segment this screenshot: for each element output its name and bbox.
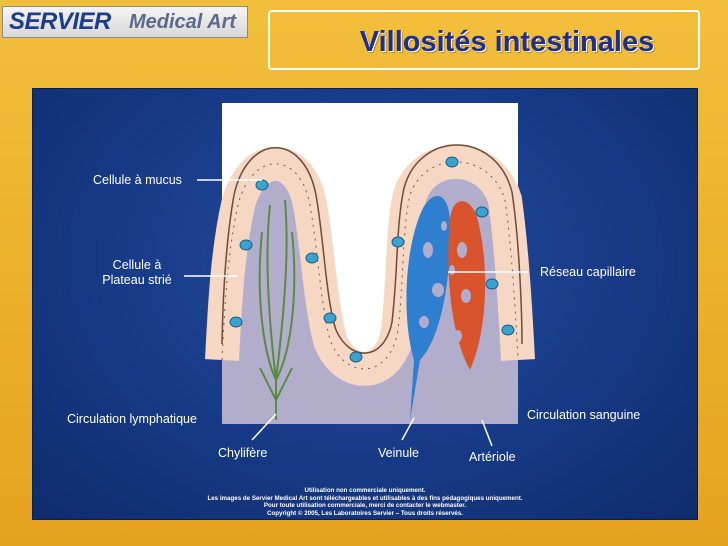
label-lymphatic-circulation: Circulation lymphatique [67,412,197,427]
label-capillary-network: Réseau capillaire [540,265,636,280]
footer-line-1: Utilisation non commerciale uniquement. [198,487,532,495]
label-arteriole: Artériole [469,450,516,465]
label-brush-border-cell: Cellule à Plateau strié [96,258,178,288]
label-venule: Veinule [378,446,419,461]
label-brush-border-line2: Plateau strié [96,273,178,288]
copyright-footer: Utilisation non commerciale uniquement. … [198,487,532,517]
label-mucus-cell: Cellule à mucus [93,173,182,188]
footer-line-3: Pour toute utilisation commerciale, merc… [198,502,532,510]
footer-line-4: Copyright © 2005, Les Laboratoires Servi… [198,510,532,518]
label-blood-circulation: Circulation sanguine [527,408,640,423]
label-lacteal: Chylifère [218,446,267,461]
label-brush-border-line1: Cellule à [96,258,178,273]
footer-line-2: Les images de Servier Medical Art sont t… [198,495,532,503]
